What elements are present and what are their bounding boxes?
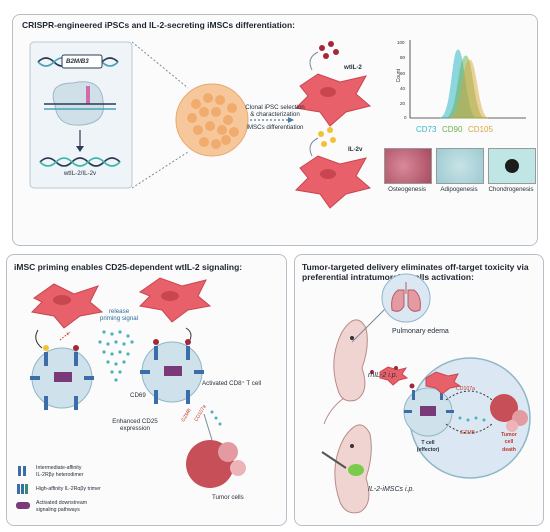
output-label: wtIL-2/IL-2v <box>63 170 97 177</box>
legend-icon-heterodimer <box>18 466 26 476</box>
guide-rna-icon <box>86 86 90 104</box>
micrograph-chondrogenesis <box>488 148 536 184</box>
priming-signal-dots <box>98 330 134 382</box>
micrograph-adipogenesis <box>436 148 484 184</box>
death-label: Tumor cell death <box>501 432 517 453</box>
svg-text:×: × <box>66 332 70 338</box>
micro-label-chondro: Chondrogenesis <box>488 186 534 193</box>
legend-trimer: High-affinity IL-2Rαβγ trimer <box>36 486 101 492</box>
lung-zoom <box>381 273 431 323</box>
marker-cd90: CD90 <box>442 125 463 134</box>
marker-cd73: CD73 <box>416 125 437 134</box>
rhil2-label: rhIL-2 i.p. <box>368 372 398 379</box>
msc-cell-left <box>30 283 104 329</box>
hist-ytick-1: 80 <box>400 55 406 60</box>
hist-ytick-5: 0 <box>404 115 407 120</box>
top-panel-title: CRISPR-engineered iPSCs and IL-2-secreti… <box>22 20 295 30</box>
step1-label: Clonal iPSC selection & characterization <box>245 104 305 119</box>
flow-histogram <box>409 40 526 119</box>
step2-label: iMSCs differentiation <box>246 124 304 131</box>
cd69-label: CD69 <box>130 392 146 399</box>
marker-cd105: CD105 <box>468 125 493 134</box>
legend-signaling: Activated downstream signaling pathways <box>36 500 88 514</box>
micro-label-osteo: Osteogenesis <box>388 186 426 193</box>
activated-label: Activated CD8⁺ T cell <box>202 380 262 387</box>
enhanced-label: Enhanced CD25 expression <box>112 418 158 433</box>
gzmb-right-label: GZMB <box>460 430 475 436</box>
legend-icon-signaling <box>16 502 30 509</box>
lung-icon <box>391 289 421 312</box>
imscs-label: IL-2-iMSCs i.p. <box>368 486 415 493</box>
tcell-label: T cell (effector) <box>416 440 440 454</box>
legend-icon-trimer <box>17 484 28 494</box>
cell2-label: IL-2v <box>348 146 363 153</box>
msc-cell-wtil2 <box>294 73 372 127</box>
hist-ytick-3: 40 <box>400 86 406 91</box>
tumor-label: Tumor cells <box>212 494 244 501</box>
gene-label: B2M/B3 <box>66 58 89 65</box>
cd107a-right-label: CD107a <box>456 386 476 392</box>
cell1-label: wtIL-2 <box>344 64 362 71</box>
micrograph-osteogenesis <box>384 148 432 184</box>
micro-label-adipo: Adipogenesis <box>440 186 478 193</box>
hist-ytick-4: 20 <box>400 101 406 106</box>
edema-label: Pulmonary edema <box>392 328 449 335</box>
legend-heterodimer: Intermediate-affinity IL-2Rβγ heterodime… <box>36 465 84 479</box>
gene-label-box <box>61 54 103 69</box>
ipsc-cells <box>187 93 239 149</box>
msc-cell-il2v <box>294 155 372 209</box>
tumor-cluster <box>490 394 518 422</box>
release-label: release priming signal <box>99 308 139 323</box>
hist-ytick-2: 60 <box>400 71 406 76</box>
hist-ytick-0: 100 <box>397 40 405 45</box>
left-panel-title: iMSC priming enables CD25-dependent wtIL… <box>14 262 243 272</box>
mouse-rhil2 <box>333 319 368 402</box>
dna-helix-bottom-icon <box>39 157 121 167</box>
